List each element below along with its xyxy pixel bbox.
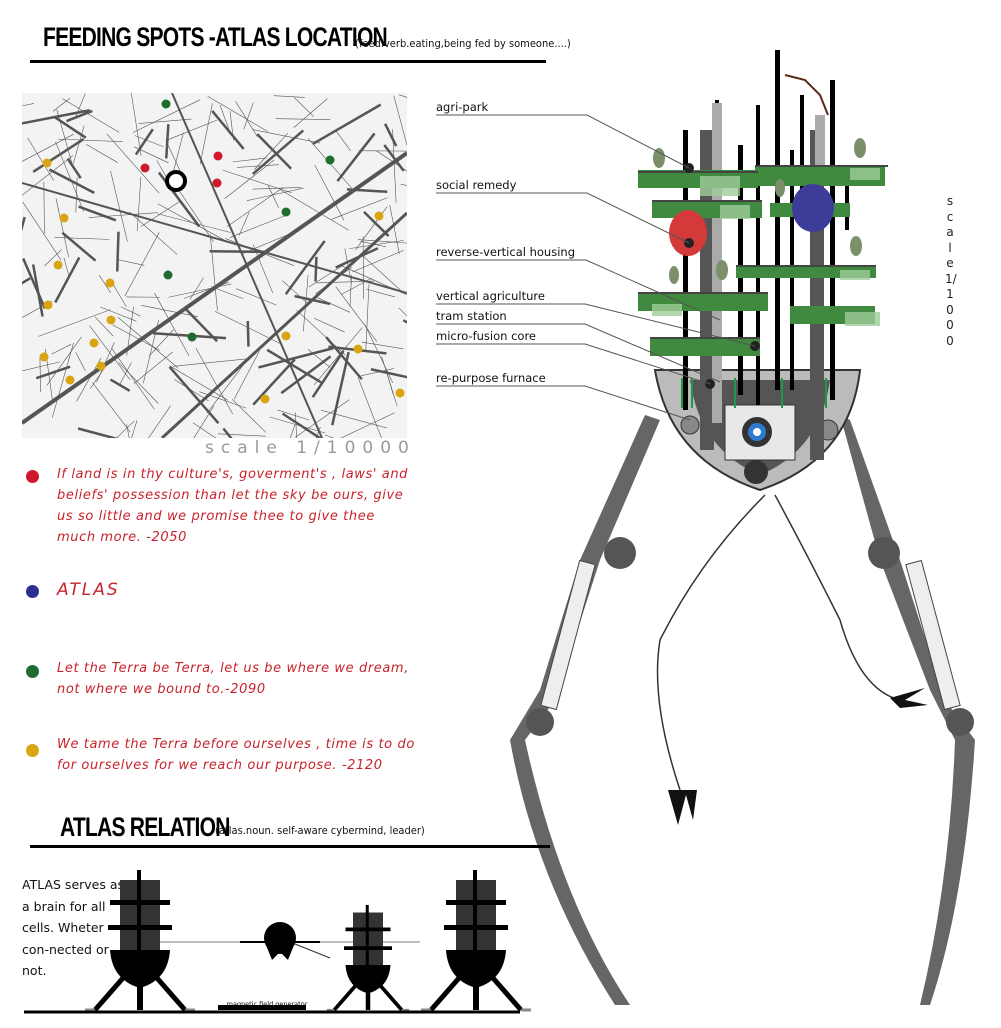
relation-title: ATLAS RELATION xyxy=(60,812,230,842)
yellow-spot-marker xyxy=(374,211,384,221)
map-scale-label: scale 1/10000 xyxy=(205,438,416,458)
label-vertical-agriculture: vertical agriculture xyxy=(436,289,545,303)
relation-subtitle: (atlas.noun. self-aware cybermind, leade… xyxy=(215,824,425,837)
location-map xyxy=(22,93,407,438)
atlas-cell xyxy=(326,905,410,1012)
green-spot-marker xyxy=(325,155,335,165)
yellow-spot-marker xyxy=(106,315,116,325)
label-social-remedy: social remedy xyxy=(436,178,517,192)
yellow-spot-marker xyxy=(42,158,52,168)
label-re-purpose-furnace: re-purpose furnace xyxy=(436,371,546,385)
legend-green-text: Let the Terra be Terra, let us be where … xyxy=(57,661,409,697)
blue-dot-icon xyxy=(26,585,39,598)
label-agri-park: agri-park xyxy=(436,100,489,114)
red-spot-marker xyxy=(212,178,222,188)
yellow-spot-marker xyxy=(281,331,291,341)
relation-diagram xyxy=(24,870,531,1014)
green-spot-marker xyxy=(281,207,291,217)
legend-yellow-text: We tame the Terra before ourselves , tim… xyxy=(57,737,415,773)
atlas-bubble xyxy=(792,184,834,232)
title-rule xyxy=(30,60,546,63)
relation-rule xyxy=(30,845,550,848)
magnetic-field-generator xyxy=(218,1005,306,1010)
tower-scale-label: scale1/1000 xyxy=(945,194,957,348)
label-tram-station: tram station xyxy=(436,309,507,323)
yellow-spot-marker xyxy=(96,361,106,371)
legend-red-text: If land is in thy culture's, goverment's… xyxy=(57,467,409,545)
yellow-spot-marker xyxy=(395,388,405,398)
green-dot-icon xyxy=(26,665,39,678)
red-dot-icon xyxy=(26,470,39,483)
yellow-spot-marker xyxy=(89,338,99,348)
legend-blue-text: ATLAS xyxy=(57,580,120,600)
yellow-spot-marker xyxy=(39,352,49,362)
page-subtitle: (feed.verb.eating,being fed by someone..… xyxy=(355,37,571,50)
label-reverse-vertical-housing: reverse-vertical housing xyxy=(436,245,575,259)
tower-legs xyxy=(510,415,975,1005)
yellow-spot-marker xyxy=(65,375,75,385)
atlas-cell xyxy=(421,870,531,1012)
yellow-spot-marker xyxy=(43,300,53,310)
red-spot-marker xyxy=(140,163,150,173)
yellow-spot-marker xyxy=(53,260,63,270)
yellow-dot-icon xyxy=(26,744,39,757)
page-title: FEEDING SPOTS -ATLAS LOCATION xyxy=(43,22,388,52)
label-micro-fusion-core: micro-fusion core xyxy=(436,329,537,343)
green-spot-marker xyxy=(187,332,197,342)
yellow-spot-marker xyxy=(260,394,270,404)
social-remedy-bubble xyxy=(669,210,707,256)
atlas-location-marker xyxy=(165,170,187,192)
green-spot-marker xyxy=(161,99,171,109)
green-spot-marker xyxy=(163,270,173,280)
relation-description: ATLAS serves as a brain for all cells. W… xyxy=(22,877,125,978)
red-spot-marker xyxy=(213,151,223,161)
yellow-spot-marker xyxy=(105,278,115,288)
generator-label: magnetic field generator xyxy=(226,1000,308,1008)
yellow-spot-marker xyxy=(59,213,69,223)
atlas-cell xyxy=(85,870,195,1012)
yellow-spot-marker xyxy=(353,344,363,354)
